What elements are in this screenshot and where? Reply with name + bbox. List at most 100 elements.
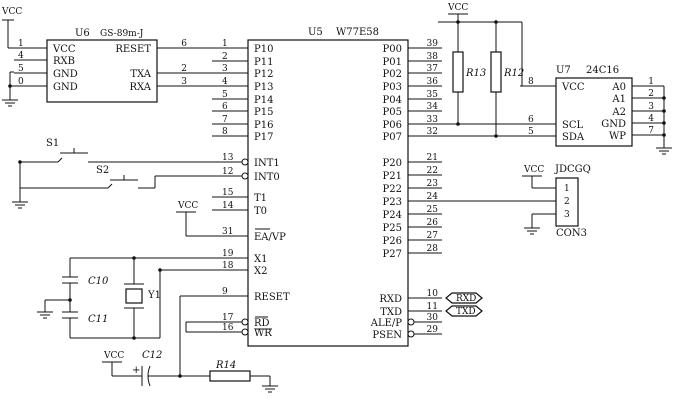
pin-name: P05 <box>383 107 402 118</box>
u6-u5-wires <box>191 47 212 87</box>
pin-number: 39 <box>427 39 439 49</box>
pin-name: T1 <box>254 193 267 204</box>
switch-s1: S1 <box>20 138 212 163</box>
pin-name: PSEN <box>372 330 402 341</box>
pin-number: 1 <box>222 39 228 49</box>
pin-number: 11 <box>427 302 438 312</box>
pin-name: P02 <box>383 69 402 80</box>
vcc-label-i2c: VCC <box>447 3 468 13</box>
rd-wr-wiring <box>185 321 212 333</box>
pin-name: P11 <box>254 57 273 68</box>
connector-ref: CON3 <box>556 228 587 239</box>
u5-part: W77E58 <box>336 27 379 38</box>
u7-pin-3: 3A2 <box>611 102 664 118</box>
pin-name: T0 <box>254 206 267 217</box>
pin-name: TXA <box>130 69 151 80</box>
pin-number: 2 <box>222 52 228 62</box>
pin-number: 33 <box>427 115 439 125</box>
pin-name: P26 <box>383 236 402 247</box>
pullup-resistors: VCC R13 R12 <box>438 3 524 138</box>
sensor-connector: JDCGQ CON3 123 VCC <box>442 164 591 239</box>
connector-pin-3: 3 <box>544 210 570 220</box>
pin-name: P10 <box>254 44 273 55</box>
pin-name: RXB <box>53 56 75 67</box>
pin-number: 3 <box>181 77 187 87</box>
pin-name: WR <box>254 328 272 339</box>
pin-name: SDA <box>562 132 585 143</box>
s1-label: S1 <box>46 138 59 149</box>
pin-number: 12 <box>222 167 233 177</box>
pin-number: 6 <box>528 115 534 125</box>
u7-pin-2: 2A1 <box>611 89 664 105</box>
pin-number: 26 <box>427 218 439 228</box>
pin-number: 6 <box>181 39 187 49</box>
pin-name: WP <box>609 131 626 142</box>
txd-port-label: TXD <box>456 307 476 317</box>
pin-name: P15 <box>254 107 273 118</box>
u6-ref: U6 <box>75 28 90 39</box>
pin-name: A1 <box>611 94 626 105</box>
pin-name: P16 <box>254 120 273 131</box>
pin-number: 2 <box>181 64 187 74</box>
reset-circuit: VCC + C12 R14 <box>102 295 278 393</box>
pin-name: TXD <box>380 307 402 318</box>
u7-ref: U7 <box>556 65 571 76</box>
pin-name: GND <box>53 69 78 80</box>
pin-number: 2 <box>648 89 654 99</box>
u6-part: GS-89m-J <box>100 29 144 39</box>
pin-name: INT0 <box>254 172 280 183</box>
pin-number: 13 <box>222 153 234 163</box>
pin-name: SCL <box>562 120 584 131</box>
pin-number: 5 <box>528 127 534 137</box>
pin-number: 2 <box>564 197 570 207</box>
vcc-label-ea: VCC <box>177 201 198 211</box>
pin-name: P22 <box>383 184 402 195</box>
pin-name: P03 <box>383 82 402 93</box>
pin-name: P20 <box>383 158 402 169</box>
pin-name: VCC <box>561 82 585 93</box>
pin-number: 25 <box>427 205 439 215</box>
pin-number: 29 <box>427 325 439 335</box>
pin-number: 1 <box>18 39 24 49</box>
pin-number: 14 <box>222 201 234 211</box>
pin-number: 7 <box>648 126 654 136</box>
pin-name: P27 <box>383 249 402 260</box>
pin-number: 19 <box>222 249 234 259</box>
u7-ground-bus <box>656 86 672 155</box>
pin-number: 24 <box>427 192 439 202</box>
pin-number: 5 <box>18 64 24 74</box>
u5-ref: U5 <box>308 27 323 38</box>
pin-name: VCC <box>52 44 76 55</box>
pin-name: RESET <box>115 44 151 55</box>
pin-number: 23 <box>427 179 439 189</box>
pin-name: X2 <box>254 266 267 277</box>
pin-name: GND <box>53 82 78 93</box>
c12-label: C12 <box>142 350 162 361</box>
pin-number: 5 <box>222 90 228 100</box>
pin-number: 4 <box>648 114 654 124</box>
pin-name: P23 <box>383 197 402 208</box>
c12-plus: + <box>132 365 140 376</box>
